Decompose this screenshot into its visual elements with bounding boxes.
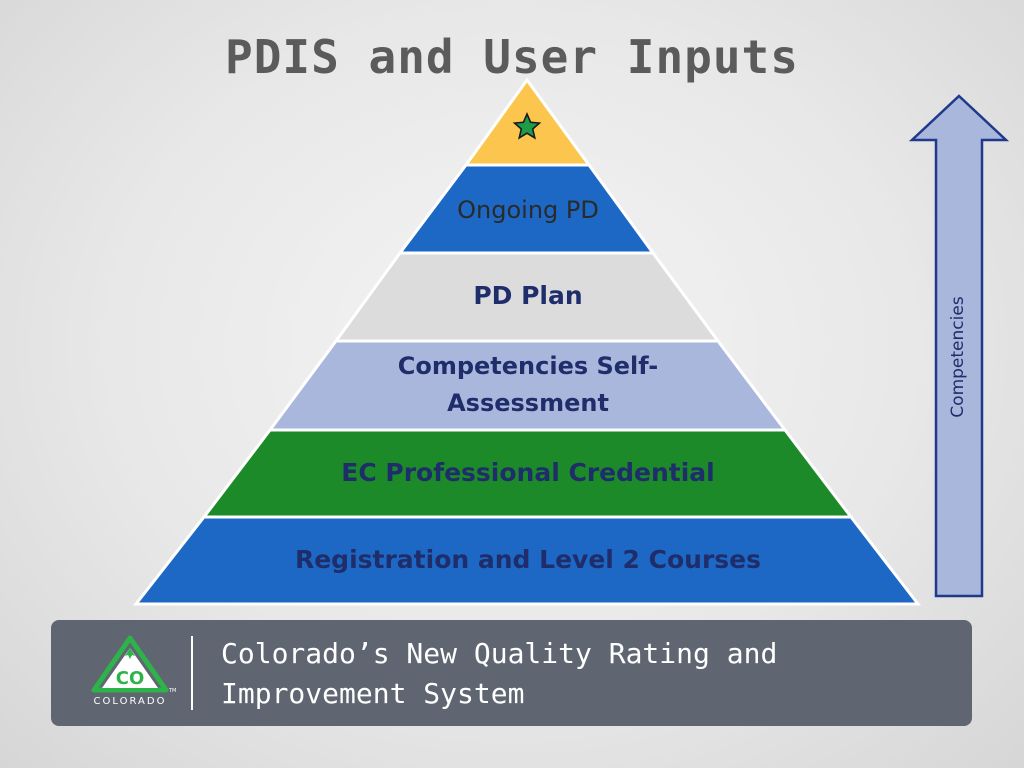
colorado-logo-text: CO: [116, 668, 145, 689]
tier-label-ongoing-pd: Ongoing PD: [457, 196, 599, 224]
logo-divider: [191, 636, 193, 710]
colorado-logo-trademark: TM: [168, 688, 176, 694]
pyramid-diagram: [132, 80, 1010, 606]
tier-label-self-assessment-line-2: Assessment: [447, 389, 609, 417]
colorado-logo-mark: CO TM: [91, 635, 176, 694]
tier-label-credential: EC Professional Credential: [341, 458, 715, 487]
footer-text: Colorado’s New Quality Rating and Improv…: [221, 634, 941, 714]
colorado-logo-wordmark: COLORADO: [93, 696, 167, 707]
colorado-logo: CO TM COLORADO: [81, 634, 179, 712]
star-icon: [512, 111, 542, 140]
tier-label-self-assessment-line-1: Competencies Self-: [397, 352, 659, 380]
competencies-arrow-label: Competencies: [948, 296, 968, 418]
slide-title: PDIS and User Inputs: [225, 30, 799, 84]
pyramid-tier-registration: [132, 515, 922, 606]
tier-label-pd-plan: PD Plan: [473, 281, 583, 310]
tier-label-registration: Registration and Level 2 Courses: [294, 545, 762, 574]
competencies-arrow: [908, 94, 1010, 598]
footer-text-line-1: Colorado’s New Quality Rating and: [221, 637, 778, 670]
footer-banner: CO TM COLORADO Colorado’s New Quality Ra…: [51, 620, 972, 726]
tier-label-self-assessment: Competencies Self- Assessment: [300, 348, 756, 422]
footer-text-line-2: Improvement System: [221, 677, 525, 710]
